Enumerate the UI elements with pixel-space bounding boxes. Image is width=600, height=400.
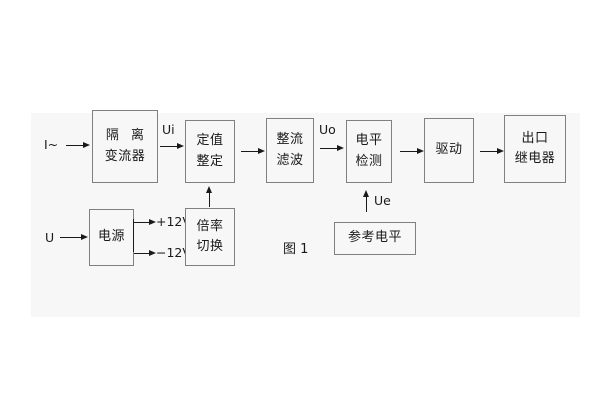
- block-multiplier-line1: 倍率: [196, 218, 224, 234]
- arrow-level-detect-to-drive: [400, 148, 424, 155]
- block-isolation-line2: 变流器: [104, 148, 146, 164]
- arrow-voltage-to-power-supply: [60, 234, 88, 241]
- block-setting-line2: 整定: [196, 153, 224, 169]
- rail-negative-label: −12V: [156, 245, 191, 260]
- block-setting-line1: 定值: [196, 133, 224, 149]
- block-rectify-line1: 整流: [276, 132, 304, 148]
- block-level-detection[interactable]: 电平 检测: [346, 120, 392, 183]
- arrow-setting-to-rectifier: [241, 148, 265, 155]
- block-output-relay-line2: 继电器: [514, 151, 556, 166]
- arrow-drive-to-output-relay: [480, 148, 504, 155]
- signal-uo-label: Uo: [319, 122, 336, 137]
- block-level-line2: 检测: [355, 153, 383, 169]
- block-power-supply[interactable]: 电源: [89, 209, 134, 266]
- block-rectify-filter[interactable]: 整流 滤波: [266, 118, 314, 183]
- block-drive-label: 驱动: [435, 142, 463, 158]
- current-input-label: I~: [44, 137, 59, 152]
- signal-ue-label: Ue: [374, 193, 391, 208]
- block-rectify-line2: 滤波: [276, 152, 304, 168]
- block-power-supply-label: 电源: [97, 229, 125, 245]
- block-level-line1: 电平: [355, 133, 383, 149]
- block-setting-adjustment[interactable]: 定值 整定: [185, 120, 235, 183]
- block-reference-level[interactable]: 参考电平: [334, 222, 416, 255]
- block-reference-level-label: 参考电平: [347, 230, 402, 246]
- arrow-rail-positive: [134, 219, 156, 226]
- arrow-current-to-isolation: [66, 142, 90, 149]
- arrow-multiplier-to-setting: [206, 186, 213, 207]
- voltage-input-label: U: [45, 230, 55, 245]
- signal-ui-label: Ui: [162, 122, 175, 137]
- power-rail-bus-line: [133, 219, 135, 252]
- figure-caption: 图 1: [283, 242, 309, 257]
- arrow-rail-negative: [134, 250, 156, 257]
- block-multiplier-line2: 切换: [196, 239, 224, 254]
- block-isolation-current-transformer[interactable]: 隔 离 变流器: [92, 110, 158, 183]
- rail-positive-label: +12V: [156, 214, 191, 229]
- block-multiplier-switch[interactable]: 倍率 切换: [185, 208, 235, 266]
- arrow-reference-to-level-detect: [363, 190, 370, 212]
- arrow-rectifier-to-level-detect: [320, 145, 344, 152]
- block-output-relay[interactable]: 出口 继电器: [504, 115, 566, 183]
- arrow-isolation-to-setting: [160, 143, 184, 150]
- block-isolation-line1: 隔 离: [105, 128, 149, 144]
- block-drive[interactable]: 驱动: [424, 118, 474, 183]
- block-output-relay-line1: 出口: [521, 130, 549, 146]
